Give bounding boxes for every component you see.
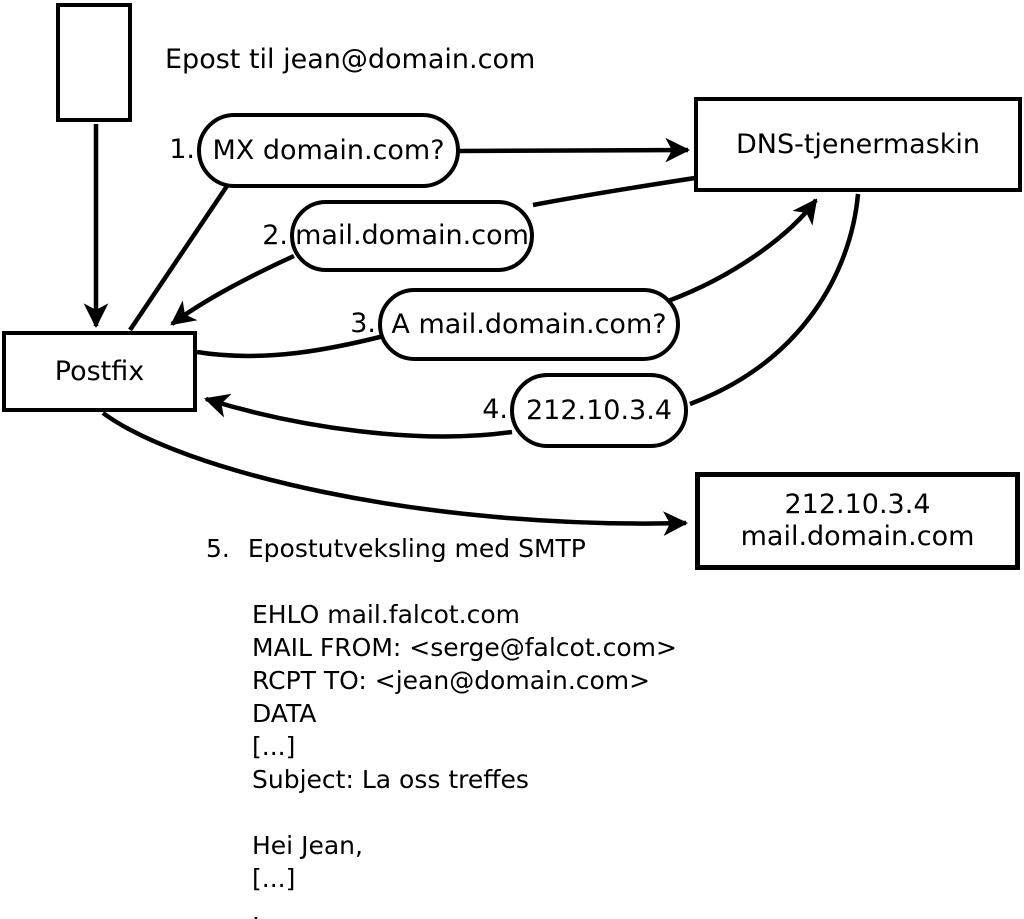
envelope-box	[56, 3, 132, 122]
step4-a-answer-pill: 212.10.3.4	[510, 373, 688, 448]
connector-dns-to-step2	[532, 175, 696, 208]
dns-server-box: DNS-tjenermaskin	[694, 97, 1022, 192]
smtp-session-transcript: EHLO mail.falcot.com MAIL FROM: <serge@f…	[252, 600, 677, 919]
step4-a-answer-text: 212.10.3.4	[526, 394, 672, 426]
step1-mx-query-text: MX domain.com?	[212, 134, 445, 166]
connector-dns-to-step4	[689, 193, 861, 407]
postfix-box: Postfix	[2, 331, 197, 412]
connector-step1-tail-to-postfix	[128, 184, 229, 332]
step3-a-query-text: A mail.domain.com?	[391, 308, 667, 340]
step3-a-query-pill: A mail.domain.com?	[378, 288, 680, 361]
connector-postfix-to-step3	[196, 333, 385, 359]
mailserver-ip: 212.10.3.4	[784, 489, 931, 520]
step1-number: 1.	[169, 134, 195, 165]
arrow-postfix-smtp-to-mailserver	[101, 411, 689, 536]
postfix-label: Postfix	[54, 355, 145, 387]
step5-label: Epostutveksling med SMTP	[247, 534, 586, 563]
step2-number: 2.	[262, 220, 288, 251]
arrow-step1-query-to-dns	[458, 137, 691, 163]
dns-server-label: DNS-tjenermaskin	[735, 128, 981, 160]
arrow-step2-reply-to-postfix	[170, 253, 295, 326]
step5-caption: 5. Epostutveksling med SMTP	[206, 534, 586, 563]
step4-number: 4.	[482, 394, 508, 425]
step5-number: 5.	[206, 534, 230, 563]
mailserver-box: 212.10.3.4 mail.domain.com	[695, 472, 1020, 570]
email-title: Epost til jean@domain.com	[165, 44, 536, 75]
mailserver-hostname: mail.domain.com	[740, 521, 975, 552]
step1-mx-query-pill: MX domain.com?	[197, 113, 460, 188]
step2-mx-answer-text: mail.domain.com	[295, 220, 529, 251]
step3-number: 3.	[350, 308, 376, 339]
arrow-step3-query-to-dns	[667, 198, 818, 304]
step2-mx-answer-pill: mail.domain.com	[290, 200, 534, 272]
arrow-step4-reply-to-postfix	[204, 393, 513, 439]
